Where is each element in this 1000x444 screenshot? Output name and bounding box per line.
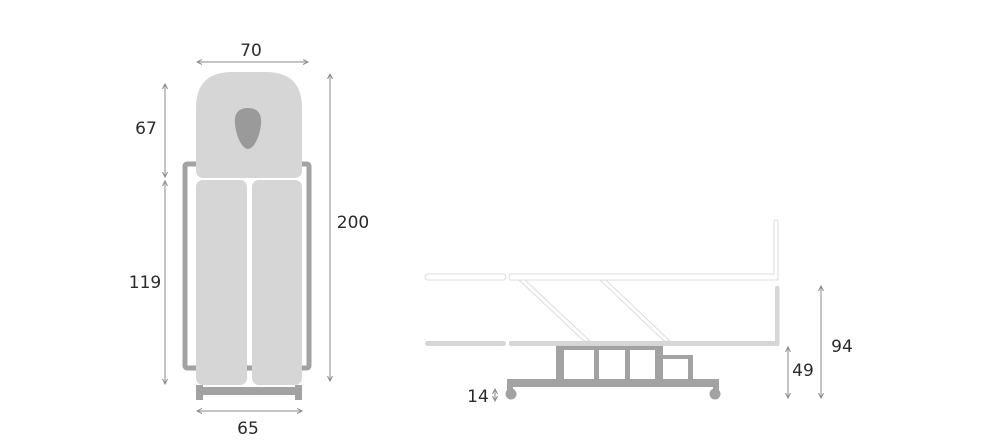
wheel-right (709, 388, 721, 400)
base-foot-right (295, 385, 302, 400)
label-wheel-height: 14 (467, 387, 489, 407)
top-view: 70 65 67 119 200 (129, 41, 369, 439)
label-total-length: 200 (337, 213, 369, 233)
label-max-height: 94 (831, 337, 853, 357)
raised-position-outline (424, 219, 779, 342)
body-cushion-left (196, 180, 247, 385)
lowered-position (425, 286, 780, 346)
side-view: 14 49 94 (424, 219, 853, 407)
base-bar (196, 387, 302, 395)
face-hole (234, 108, 262, 149)
label-min-height: 49 (792, 361, 814, 381)
label-width-base: 65 (237, 419, 259, 439)
label-head-length: 67 (135, 119, 157, 139)
label-body-length: 119 (129, 273, 161, 293)
lift-base (505, 346, 721, 400)
wheel-left (505, 388, 517, 400)
label-width-head: 70 (240, 41, 262, 61)
base-foot-left (196, 385, 203, 400)
body-cushion-right (252, 180, 302, 385)
